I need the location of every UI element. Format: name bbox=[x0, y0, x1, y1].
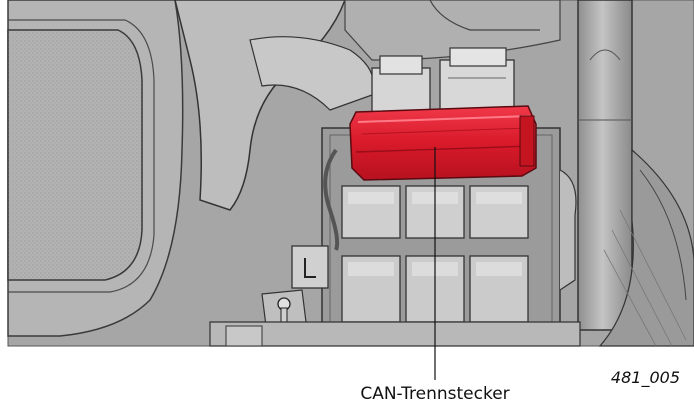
l-marking-icon bbox=[304, 258, 316, 278]
left-cable bbox=[323, 148, 340, 251]
bottom-trim bbox=[209, 321, 581, 347]
right-wheel-arch bbox=[598, 148, 694, 347]
side-clip bbox=[559, 169, 577, 291]
top-connector-right bbox=[439, 47, 515, 111]
top-connector-left bbox=[371, 55, 431, 113]
figure-id: 481_005 bbox=[610, 368, 680, 387]
upper-cover-flap bbox=[174, 0, 561, 211]
can-separation-connector bbox=[349, 105, 537, 181]
relay-carrier bbox=[321, 47, 577, 333]
right-pillar bbox=[577, 0, 633, 331]
callout-label: CAN-Trennstecker bbox=[360, 384, 510, 404]
relay-row-bottom bbox=[341, 255, 529, 323]
mounting-bracket bbox=[261, 289, 307, 327]
left-trim-panel bbox=[7, 0, 184, 337]
l-marking-block bbox=[291, 245, 329, 289]
